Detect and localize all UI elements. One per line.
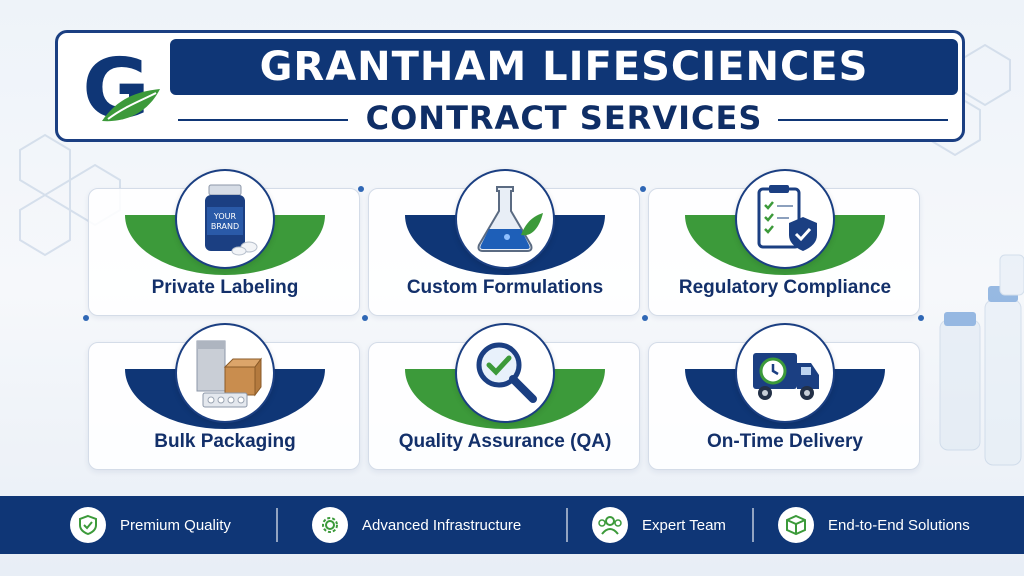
footer-label: Advanced Infrastructure bbox=[362, 516, 522, 534]
badge bbox=[735, 323, 835, 423]
service-label: Regulatory Compliance bbox=[678, 277, 892, 298]
footer-label: Premium Quality bbox=[120, 516, 231, 534]
footer-label: End-to-End Solutions bbox=[828, 516, 970, 534]
badge bbox=[455, 169, 555, 269]
company-title: GRANTHAM LIFESCIENCES bbox=[170, 39, 958, 95]
svg-text:YOUR: YOUR bbox=[213, 212, 237, 221]
service-label: On-Time Delivery bbox=[707, 431, 863, 452]
badge bbox=[735, 169, 835, 269]
subtitle-line-left bbox=[178, 119, 348, 121]
footer-item-end-to-end-solutions: End-to-End Solutions bbox=[778, 496, 970, 554]
connector-dot bbox=[358, 186, 364, 192]
flask-icon bbox=[477, 186, 543, 252]
subtitle: CONTRACT SERVICES bbox=[365, 99, 763, 137]
service-label: Private Labeling bbox=[151, 277, 299, 298]
company-logo: G bbox=[68, 39, 164, 137]
connector-dot bbox=[83, 315, 89, 321]
connector-dot bbox=[362, 315, 368, 321]
connector-dot bbox=[642, 315, 648, 321]
footer-separator bbox=[276, 508, 278, 542]
magnifier-check-icon bbox=[476, 342, 537, 403]
footer-item-advanced-infrastructure: Advanced Infrastructure bbox=[312, 496, 521, 554]
footer-label: Expert Team bbox=[642, 516, 726, 534]
footer-bar: Premium Quality Advanced Infrastructure … bbox=[0, 496, 1024, 554]
clipboard-shield-icon bbox=[757, 185, 817, 251]
header-banner: G GRANTHAM LIFESCIENCES CONTRACT SERVICE… bbox=[55, 30, 965, 142]
gear-icon bbox=[312, 507, 348, 543]
box-icon bbox=[778, 507, 814, 543]
svg-text:BRAND: BRAND bbox=[211, 222, 239, 231]
service-card-private-labeling: YOUR BRAND Private Labeling bbox=[88, 169, 360, 316]
subtitle-line-right bbox=[778, 119, 948, 121]
service-card-quality-assurance: Quality Assurance (QA) bbox=[368, 323, 640, 470]
service-card-on-time-delivery: On-Time Delivery bbox=[648, 323, 920, 470]
service-label: Quality Assurance (QA) bbox=[398, 431, 612, 452]
footer-separator bbox=[752, 508, 754, 542]
service-label: Bulk Packaging bbox=[154, 431, 296, 452]
shield-check-icon bbox=[70, 507, 106, 543]
team-icon bbox=[592, 507, 628, 543]
connector-dot bbox=[918, 315, 924, 321]
service-card-custom-formulations: Custom Formulations bbox=[368, 169, 640, 316]
footer-item-premium-quality: Premium Quality bbox=[70, 496, 231, 554]
service-card-regulatory-compliance: Regulatory Compliance bbox=[648, 169, 920, 316]
badge bbox=[175, 323, 275, 423]
badge bbox=[455, 323, 555, 423]
package-box-icon bbox=[196, 340, 262, 408]
badge: YOUR BRAND bbox=[175, 169, 275, 269]
service-label: Custom Formulations bbox=[406, 277, 604, 298]
supplement-bottle-icon: YOUR BRAND bbox=[205, 184, 258, 256]
connector-dot bbox=[640, 186, 646, 192]
footer-separator bbox=[566, 508, 568, 542]
service-card-bulk-packaging: Bulk Packaging bbox=[88, 323, 360, 470]
logo-letter: G bbox=[82, 42, 149, 135]
delivery-truck-icon bbox=[753, 353, 819, 400]
footer-item-expert-team: Expert Team bbox=[592, 496, 726, 554]
